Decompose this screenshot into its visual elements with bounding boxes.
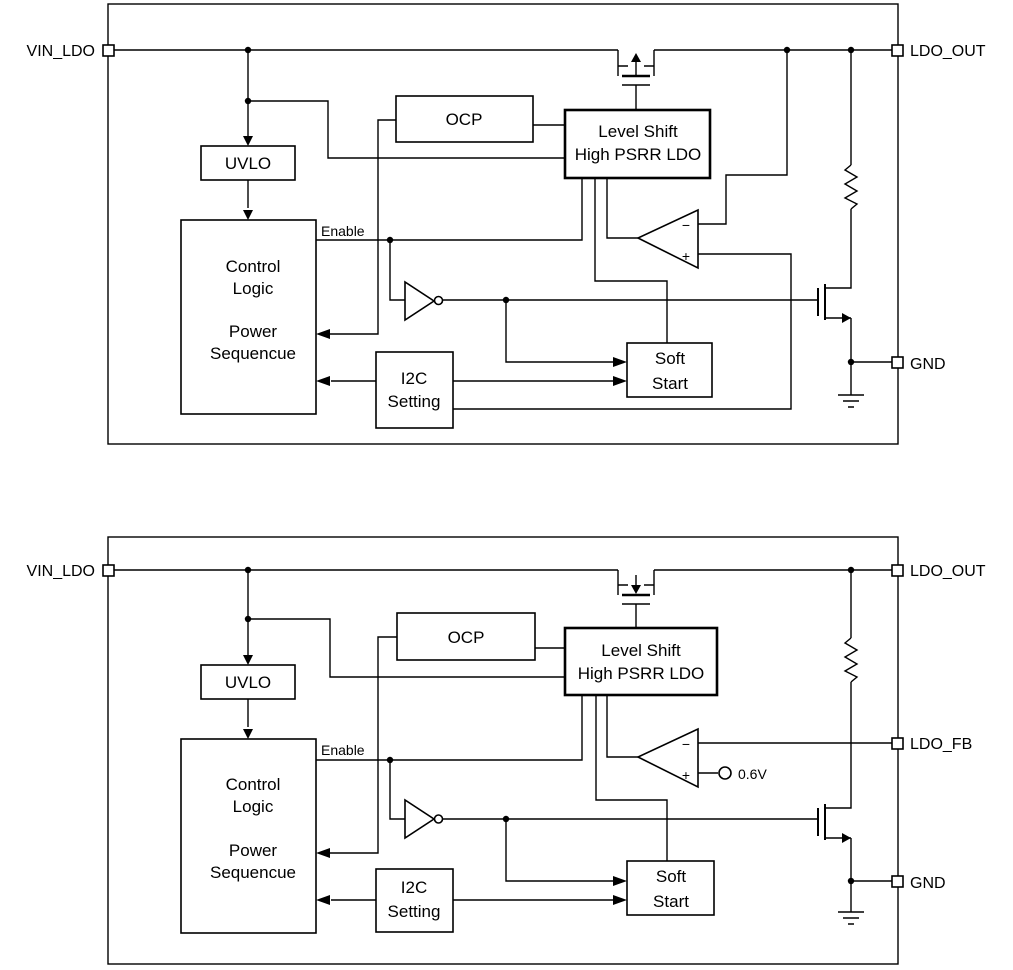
pin-gnd (891, 356, 904, 369)
pin-label-vin-ldo: VIN_LDO (27, 43, 95, 60)
discharge-transistor-bottom (817, 804, 851, 843)
inverter-bottom (404, 798, 436, 840)
amp-plus-top: + (682, 248, 690, 264)
start-label-bottom: Start (653, 892, 689, 911)
soft-label-top: Soft (655, 349, 686, 368)
arrow-uvlo-in-bottom (243, 655, 253, 665)
control-logic-block-bottom (180, 738, 317, 934)
pin-gnd-2 (891, 875, 904, 888)
start-label-top: Start (652, 374, 688, 393)
ocp-label-bottom: OCP (448, 628, 485, 647)
setting-label-top: Setting (388, 392, 441, 411)
ocp-label-top: OCP (446, 110, 483, 129)
inverter-bubble-bottom (433, 814, 444, 824)
pin-label-gnd: GND (910, 356, 946, 373)
arrow-ocp-to-control-top (316, 329, 330, 339)
pass-transistor-top (617, 50, 655, 86)
sequence-label-bottom: Sequencue (210, 863, 296, 882)
i2c-block-bottom (375, 868, 454, 933)
enable-label-bottom: Enable (321, 742, 365, 758)
setting-label-bottom: Setting (388, 902, 441, 921)
arrow-ocp-to-control-bottom (316, 848, 330, 858)
uvlo-label-bottom: UVLO (225, 673, 271, 692)
chip-boundary-bottom (107, 536, 899, 965)
pin-vin-ldo (102, 44, 115, 57)
arrow-i2c-to-soft-top (613, 376, 627, 386)
power-label-top: Power (229, 322, 278, 341)
arrow-i2c-to-soft-bottom (613, 895, 627, 905)
uvlo-block-top (200, 145, 296, 181)
control-label-bottom: Control (226, 775, 281, 794)
amp-minus-bottom: − (682, 736, 690, 752)
ocp-block-top (395, 95, 534, 143)
resistor-top (843, 164, 859, 210)
arrow-enable-to-soft-bottom (613, 876, 627, 886)
soft-start-block-bottom (626, 860, 715, 916)
level-shift-block-top (563, 108, 712, 180)
error-amplifier-bottom (636, 727, 699, 789)
pin-ldo-out-2 (891, 564, 904, 577)
inverter-bubble-top (433, 295, 444, 306)
psrr-ldo-label-bottom: High PSRR LDO (578, 664, 705, 683)
i2c-label-top: I2C (401, 369, 427, 388)
amp-plus-bottom: + (682, 767, 690, 783)
chip-boundary-top (107, 3, 899, 445)
control-label-top: Control (226, 257, 281, 276)
i2c-label-bottom: I2C (401, 878, 427, 897)
level-shift-block-bottom (563, 626, 719, 697)
i2c-block-top (375, 351, 454, 429)
soft-label-bottom: Soft (656, 867, 687, 886)
pin-label-ldo-out-2: LDO_OUT (910, 563, 986, 580)
pin-ldo-out (891, 44, 904, 57)
pin-ldo-fb (891, 737, 904, 750)
pass-transistor-bottom (617, 570, 655, 605)
pin-label-ldo-fb: LDO_FB (910, 736, 972, 753)
diagram-bottom: VIN_LDO LDO_OUT LDO_FB GND (27, 536, 986, 965)
error-amplifier-top (636, 208, 699, 270)
inverter-top (404, 280, 436, 322)
level-shift-label-top: Level Shift (598, 122, 678, 141)
uvlo-block-bottom (200, 664, 296, 700)
arrow-control-in-top (243, 210, 253, 220)
pin-label-ldo-out: LDO_OUT (910, 43, 986, 60)
arrow-enable-to-soft-top (613, 357, 627, 367)
power-label-bottom: Power (229, 841, 278, 860)
pin-label-gnd-2: GND (910, 875, 946, 892)
arrow-i2c-to-control-top (316, 376, 330, 386)
pin-label-vin-ldo-2: VIN_LDO (27, 563, 95, 580)
vref-node (718, 766, 732, 780)
level-shift-label-bottom: Level Shift (601, 641, 681, 660)
pin-vin-ldo-2 (102, 564, 115, 577)
psrr-ldo-label-top: High PSRR LDO (575, 145, 702, 164)
resistor-bottom (843, 637, 859, 683)
soft-start-block-top (626, 342, 713, 398)
vref-label: 0.6V (738, 766, 767, 782)
arrow-i2c-to-control-bottom (316, 895, 330, 905)
logic-label-bottom: Logic (233, 797, 274, 816)
arrow-control-in-bottom (243, 729, 253, 739)
sequence-label-top: Sequencue (210, 344, 296, 363)
discharge-transistor-top (817, 284, 851, 323)
amp-minus-top: − (682, 217, 690, 233)
logic-label-top: Logic (233, 279, 274, 298)
arrow-uvlo-in-top (243, 136, 253, 146)
control-logic-block-top (180, 219, 317, 415)
diagram-top: VIN_LDO LDO_OUT GND (27, 3, 986, 445)
enable-label-top: Enable (321, 223, 365, 239)
uvlo-label-top: UVLO (225, 154, 271, 173)
ocp-block-bottom (396, 612, 536, 661)
